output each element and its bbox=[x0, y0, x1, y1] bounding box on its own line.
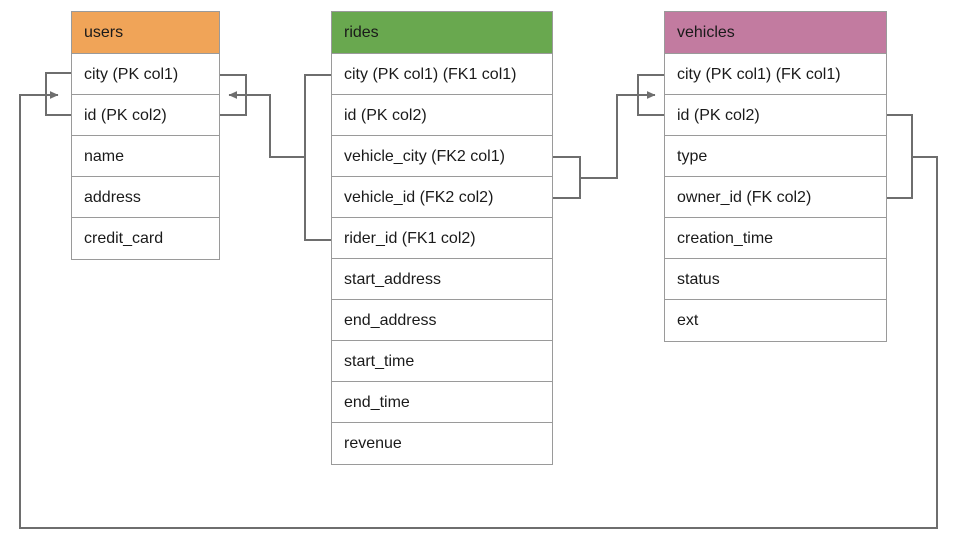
connector-rides-vehicle-to-vehicles bbox=[553, 74, 664, 199]
field-rides-end-time[interactable]: end_time bbox=[332, 382, 552, 423]
field-users-name[interactable]: name bbox=[72, 136, 219, 177]
field-vehicles-id[interactable]: id (PK col2) bbox=[665, 95, 886, 136]
field-users-credit-card[interactable]: credit_card bbox=[72, 218, 219, 259]
entity-table-rides[interactable]: rides city (PK col1) (FK1 col1) id (PK c… bbox=[331, 11, 553, 465]
field-rides-start-address[interactable]: start_address bbox=[332, 259, 552, 300]
field-rides-revenue[interactable]: revenue bbox=[332, 423, 552, 464]
field-rides-id[interactable]: id (PK col2) bbox=[332, 95, 552, 136]
field-users-address[interactable]: address bbox=[72, 177, 219, 218]
entity-header-vehicles: vehicles bbox=[665, 12, 886, 54]
field-rides-vehicle-id[interactable]: vehicle_id (FK2 col2) bbox=[332, 177, 552, 218]
field-vehicles-owner-id[interactable]: owner_id (FK col2) bbox=[665, 177, 886, 218]
entity-header-users: users bbox=[72, 12, 219, 54]
field-vehicles-type[interactable]: type bbox=[665, 136, 886, 177]
field-vehicles-city[interactable]: city (PK col1) (FK col1) bbox=[665, 54, 886, 95]
field-rides-end-address[interactable]: end_address bbox=[332, 300, 552, 341]
field-rides-start-time[interactable]: start_time bbox=[332, 341, 552, 382]
field-users-id[interactable]: id (PK col2) bbox=[72, 95, 219, 136]
entity-table-vehicles[interactable]: vehicles city (PK col1) (FK col1) id (PK… bbox=[664, 11, 887, 342]
entity-table-users[interactable]: users city (PK col1) id (PK col2) name a… bbox=[71, 11, 220, 260]
entity-header-rides: rides bbox=[332, 12, 552, 54]
field-rides-city[interactable]: city (PK col1) (FK1 col1) bbox=[332, 54, 552, 95]
field-vehicles-ext[interactable]: ext bbox=[665, 300, 886, 341]
field-vehicles-status[interactable]: status bbox=[665, 259, 886, 300]
field-rides-rider-id[interactable]: rider_id (FK1 col2) bbox=[332, 218, 552, 259]
connector-rides-rider-to-users bbox=[220, 74, 331, 241]
field-vehicles-creation-time[interactable]: creation_time bbox=[665, 218, 886, 259]
field-users-city[interactable]: city (PK col1) bbox=[72, 54, 219, 95]
field-rides-vehicle-city[interactable]: vehicle_city (FK2 col1) bbox=[332, 136, 552, 177]
